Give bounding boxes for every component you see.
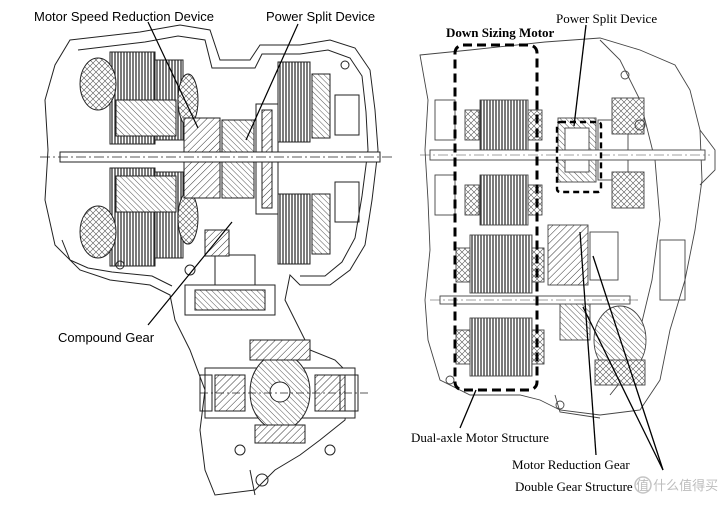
leader-power-split-left — [245, 23, 299, 141]
right-leader-lines — [459, 24, 664, 471]
watermark: 值 什么值得买 — [634, 476, 718, 494]
left-transaxle-drawing — [40, 24, 395, 496]
label-power-split-device-left: Power Split Device — [266, 9, 375, 24]
leader-compound-gear — [147, 221, 233, 326]
power-split-device-box — [555, 120, 603, 194]
label-compound-gear: Compound Gear — [58, 330, 155, 345]
label-motor-speed-reduction-device: Motor Speed Reduction Device — [34, 9, 214, 24]
left-leader-lines — [147, 21, 299, 326]
watermark-text: 值 什么值得买 — [636, 478, 718, 494]
right-transaxle-drawing — [419, 37, 716, 419]
label-down-sizing-motor: Down Sizing Motor — [446, 25, 555, 40]
leader-power-split-right — [573, 24, 587, 127]
leader-dual-axle — [459, 389, 477, 429]
leader-double-gear-b — [582, 306, 664, 471]
leader-double-gear-a — [592, 255, 664, 471]
down-sizing-motor-box — [453, 43, 539, 392]
label-dual-axle-motor-structure: Dual-axle Motor Structure — [411, 430, 549, 445]
label-power-split-device-right: Power Split Device — [556, 11, 657, 26]
label-motor-reduction-gear: Motor Reduction Gear — [512, 457, 630, 472]
label-double-gear-structure: Double Gear Structure — [515, 479, 633, 494]
leader-motor-reduction-gear — [579, 231, 597, 456]
leader-motor-speed-reduction — [147, 21, 199, 129]
circle-logo-icon — [634, 476, 652, 494]
